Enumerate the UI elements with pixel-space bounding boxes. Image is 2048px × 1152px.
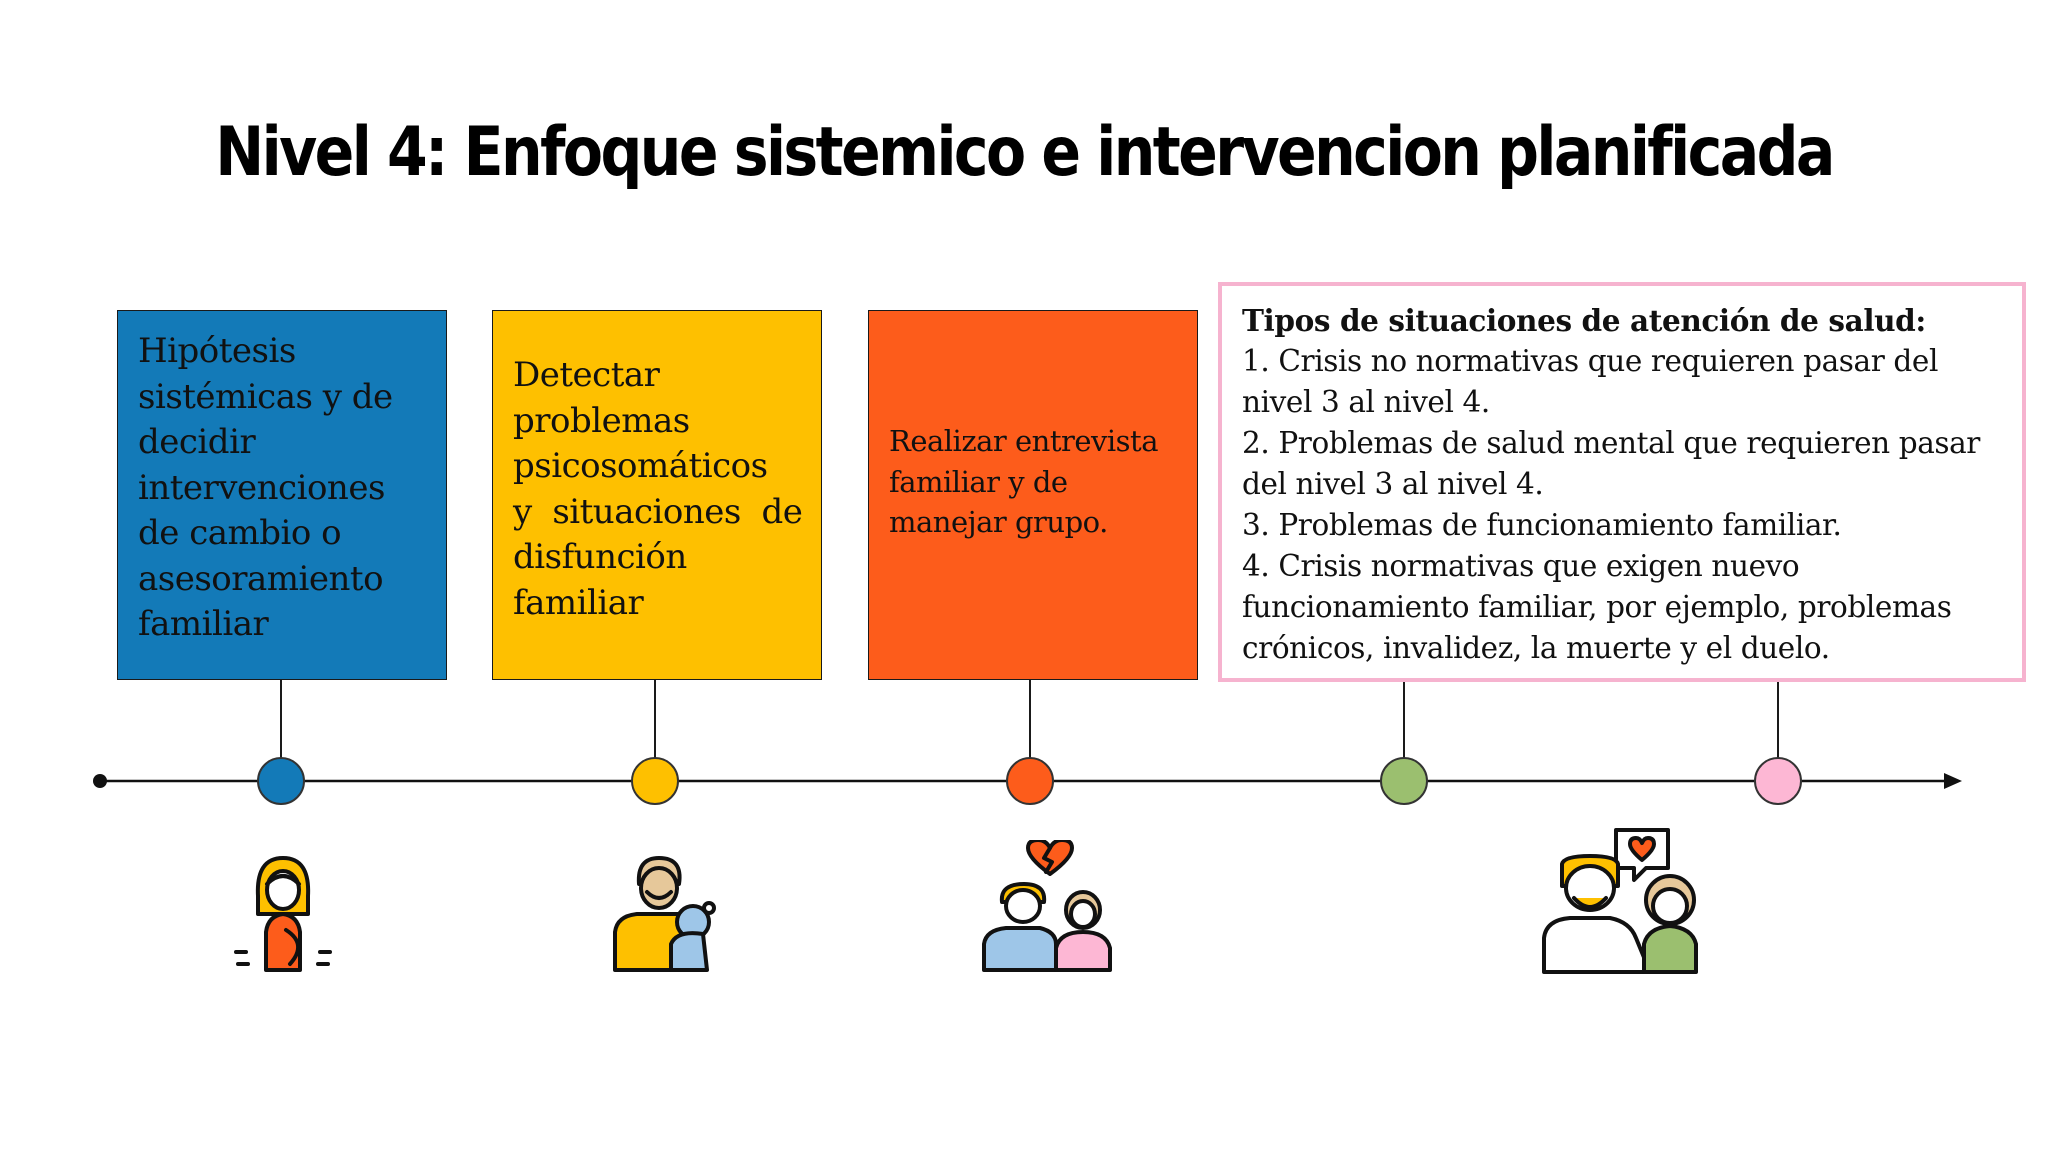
info-line: nivel 3 al nivel 4. <box>1242 385 1490 419</box>
card-line: Hipótesis <box>138 331 296 371</box>
info-line: 3. Problemas de funcionamiento familiar. <box>1242 508 1842 542</box>
card-line: asesoramiento <box>138 558 384 599</box>
timeline-arrowhead <box>1944 773 1962 789</box>
couple-chat-heart-icon <box>1542 828 1698 974</box>
info-line: 2. Problemas de salud mental que requier… <box>1242 426 1981 460</box>
pregnant-woman-icon <box>234 856 332 972</box>
page-title: Nivel 4: Enfoque sistemico e intervencio… <box>215 113 1835 192</box>
info-line: 4. Crisis normativas que exigen nuevo <box>1242 549 1800 583</box>
card-line: problemas <box>513 400 690 441</box>
card-health-situations: Tipos de situaciones de atención de salu… <box>1218 282 2026 682</box>
card-line: familiar <box>513 582 644 623</box>
info-line: crónicos, invalidez, la muerte y el duel… <box>1242 631 1830 665</box>
card-line: familiar y de <box>889 464 1068 499</box>
timeline-node-4 <box>1380 757 1428 805</box>
info-line: 1. Crisis no normativas que requieren pa… <box>1242 344 1938 378</box>
card-family-interview: Realizar entrevista familiar y de maneja… <box>868 310 1198 680</box>
timeline-node-1 <box>257 757 305 805</box>
card-line: de cambio o <box>138 513 342 554</box>
card-line: decidir <box>138 422 256 463</box>
card-line: disfunción <box>513 537 687 578</box>
timeline-start-dot <box>93 774 107 788</box>
info-line: del nivel 3 al nivel 4. <box>1242 467 1544 501</box>
card-line: Detectar <box>513 355 660 395</box>
info-line: funcionamiento familiar, por ejemplo, pr… <box>1242 590 1952 624</box>
couple-broken-heart-icon <box>982 840 1112 972</box>
timeline-node-5 <box>1754 757 1802 805</box>
info-heading: Tipos de situaciones de atención de salu… <box>1242 303 1926 338</box>
card-line: intervenciones <box>138 467 385 508</box>
card-line: manejar grupo. <box>889 505 1108 540</box>
card-line: psicosomáticos <box>513 446 768 487</box>
timeline-node-3 <box>1006 757 1054 805</box>
father-with-baby-icon <box>613 856 716 972</box>
card-line: familiar <box>138 604 269 645</box>
card-line: sistémicas y de <box>138 376 393 417</box>
timeline-node-2 <box>631 757 679 805</box>
card-detect-problems: Detectar problemas psicosomáticos y situ… <box>492 310 822 680</box>
card-line: Realizar entrevista <box>889 424 1159 458</box>
card-systemic-hypotheses: Hipótesis sistémicas y de decidir interv… <box>117 310 447 680</box>
card-line: y situaciones de <box>513 491 803 532</box>
